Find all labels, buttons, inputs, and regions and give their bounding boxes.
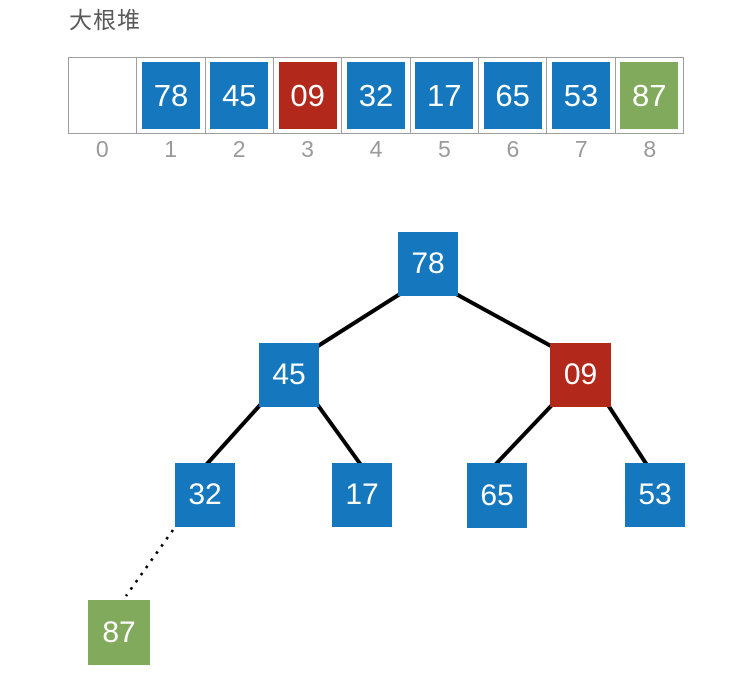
array-cell: 65 xyxy=(477,58,546,133)
array-cell-value: 45 xyxy=(210,62,269,129)
tree-edge-45-32 xyxy=(204,402,263,467)
array-cell-value: 17 xyxy=(415,62,474,129)
tree-node-53: 53 xyxy=(625,463,685,527)
array-cell-value: 65 xyxy=(483,62,542,129)
array-cell: 53 xyxy=(546,58,614,133)
array-cell-value: 09 xyxy=(278,62,337,129)
array-cell-value: 53 xyxy=(551,62,610,129)
array-cell-value: 32 xyxy=(346,62,405,129)
tree-node-45: 45 xyxy=(259,343,319,407)
array-cell: 87 xyxy=(614,58,683,133)
array-index-label: 2 xyxy=(232,136,246,162)
tree-node-32: 32 xyxy=(175,463,235,527)
array-index-label: 3 xyxy=(301,136,314,162)
tree-edge-09-53 xyxy=(606,403,649,467)
array-cell: 32 xyxy=(341,58,409,133)
array-index-label: 5 xyxy=(438,136,451,162)
array-index-row: 0 1 2 3 4 5 6 7 8 xyxy=(68,136,684,163)
tree-edge-78-45 xyxy=(316,292,402,348)
array-cell: 17 xyxy=(409,58,478,133)
array-index-label: 4 xyxy=(369,136,383,162)
array-index-label: 1 xyxy=(164,136,178,162)
array-cell-value: 87 xyxy=(620,62,679,129)
array-index-label: 0 xyxy=(95,136,109,162)
tree-edge-dotted-32-87 xyxy=(124,529,175,597)
array-cell: 78 xyxy=(136,58,204,133)
tree-node-65: 65 xyxy=(467,463,527,528)
tree-node-17: 17 xyxy=(332,463,392,527)
tree-node-09: 09 xyxy=(550,343,611,407)
array-index-label: 7 xyxy=(574,136,588,162)
array-index-label: 6 xyxy=(506,136,520,162)
array-cell-value: 78 xyxy=(141,62,200,129)
array-cell: 09 xyxy=(272,58,341,133)
diagram-title: 大根堆 xyxy=(69,7,141,33)
tree-node-78: 78 xyxy=(398,232,458,296)
array-index-label: 8 xyxy=(643,136,657,162)
tree-edge-78-09 xyxy=(455,292,552,348)
array-cell: 45 xyxy=(204,58,273,133)
tree-node-87: 87 xyxy=(88,600,150,665)
tree-edge-09-65 xyxy=(493,403,554,467)
tree-edge-45-17 xyxy=(315,402,363,467)
